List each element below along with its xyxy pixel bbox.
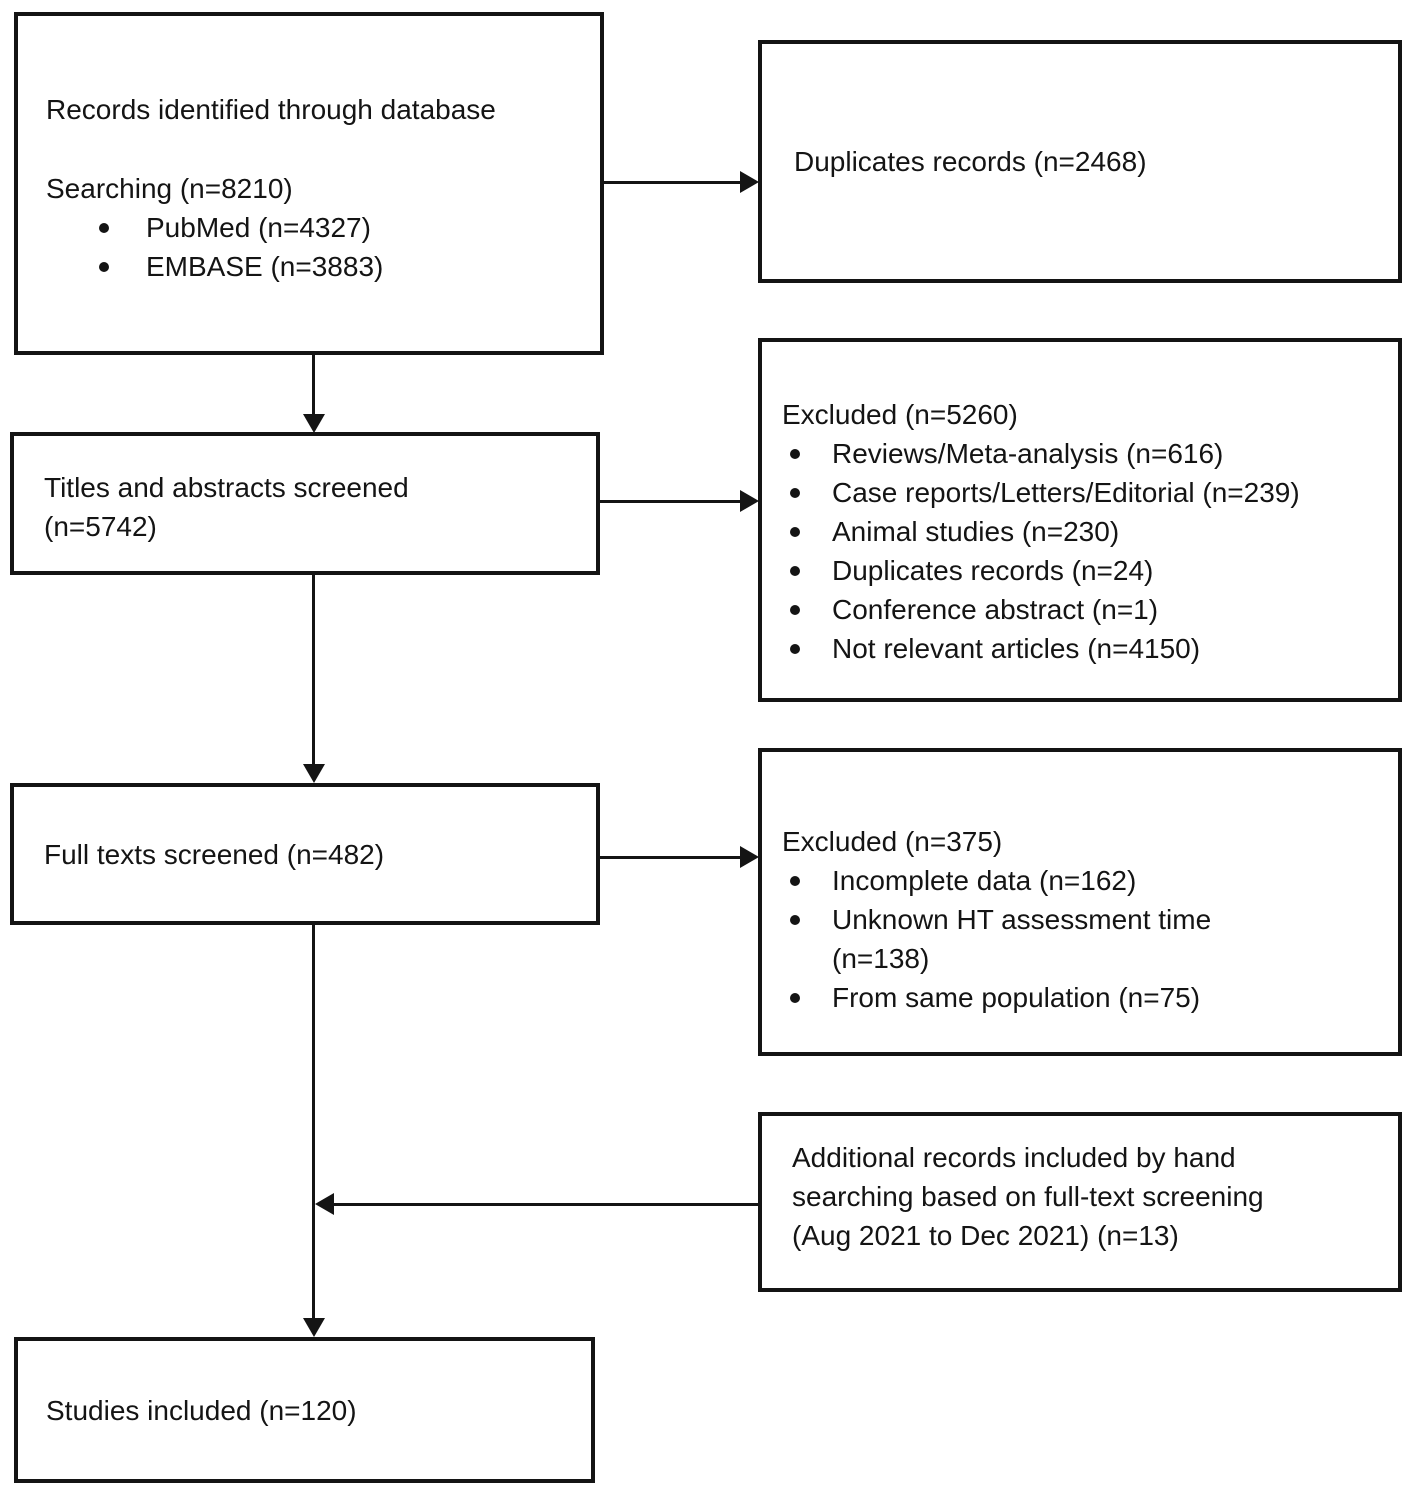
list-item: Duplicates records (n=24) [782, 551, 1380, 590]
records-identified-sources-list: PubMed (n=4327) EMBASE (n=3883) [46, 208, 582, 286]
excluded-title-abstract-list: Reviews/Meta-analysis (n=616) Case repor… [782, 434, 1380, 668]
arrow-screened-to-fulltext-line [312, 575, 315, 765]
titles-screened-line1: Titles and abstracts screened [44, 472, 409, 503]
box-excluded-full-text: Excluded (n=375) Incomplete data (n=162)… [758, 748, 1402, 1056]
arrow-fulltext-to-excluded-line [600, 856, 740, 859]
box-full-texts-screened: Full texts screened (n=482) [10, 783, 600, 925]
list-item: Animal studies (n=230) [782, 512, 1380, 551]
arrow-identified-to-duplicates-line [604, 181, 740, 184]
box-additional-records: Additional records included by hand sear… [758, 1112, 1402, 1292]
list-item: Incomplete data (n=162) [782, 861, 1380, 900]
arrow-identified-to-duplicates-head [740, 171, 759, 193]
full-texts-screened-text: Full texts screened (n=482) [44, 838, 385, 870]
titles-screened-line2: (n=5742) [44, 511, 157, 542]
list-item: Unknown HT assessment time (n=138) [782, 900, 1380, 978]
box-duplicates-records: Duplicates records (n=2468) [758, 40, 1402, 283]
box-excluded-title-abstract: Excluded (n=5260) Reviews/Meta-analysis … [758, 338, 1402, 702]
list-item: Case reports/Letters/Editorial (n=239) [782, 473, 1380, 512]
studies-included-text: Studies included (n=120) [46, 1394, 357, 1426]
list-item: Not relevant articles (n=4150) [782, 629, 1380, 668]
list-item: Conference abstract (n=1) [782, 590, 1380, 629]
arrow-identified-to-screened-head [303, 414, 325, 433]
duplicates-records-text: Duplicates records (n=2468) [794, 146, 1147, 177]
arrow-screened-to-excluded-line [600, 500, 740, 503]
list-item: Reviews/Meta-analysis (n=616) [782, 434, 1380, 473]
box-records-identified: Records identified through database Sear… [14, 12, 604, 355]
arrow-additional-to-flow-head [315, 1193, 334, 1215]
box-studies-included: Studies included (n=120) [14, 1337, 595, 1483]
excluded-title-abstract-heading: Excluded (n=5260) [782, 399, 1018, 430]
list-item: PubMed (n=4327) [46, 208, 582, 247]
list-item: EMBASE (n=3883) [46, 247, 582, 286]
arrow-additional-to-flow-line [333, 1203, 758, 1206]
additional-records-text: Additional records included by hand sear… [792, 1142, 1264, 1251]
arrow-screened-to-excluded-head [740, 490, 759, 512]
arrow-fulltext-to-included-head [303, 1318, 325, 1337]
box-titles-abstracts-screened: Titles and abstracts screened (n=5742) [10, 432, 600, 575]
list-item: From same population (n=75) [782, 978, 1380, 1017]
excluded-full-text-heading: Excluded (n=375) [782, 826, 1003, 857]
records-identified-line2: Searching (n=8210) [46, 173, 293, 204]
arrow-fulltext-to-included-line [312, 925, 315, 1319]
arrow-screened-to-fulltext-head [303, 764, 325, 783]
excluded-full-text-list: Incomplete data (n=162) Unknown HT asses… [782, 861, 1380, 1017]
arrow-fulltext-to-excluded-head [740, 846, 759, 868]
arrow-identified-to-screened-line [312, 355, 315, 417]
records-identified-line1: Records identified through database [46, 94, 496, 125]
